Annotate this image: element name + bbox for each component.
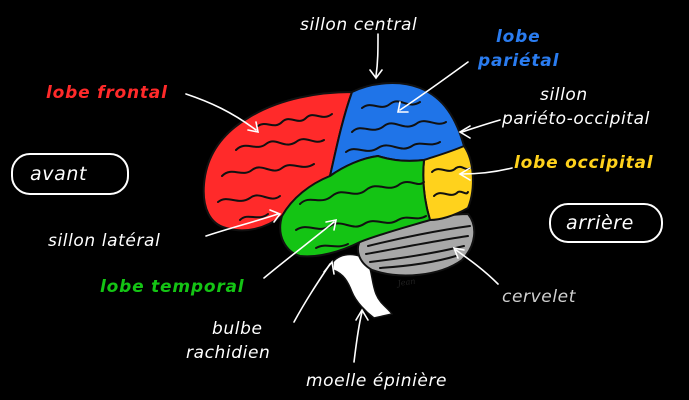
label-sillon-central: sillon central	[300, 15, 417, 35]
label-moelle: moelle épinière	[306, 371, 447, 391]
label-lobe-parietal-line1: lobe	[496, 27, 540, 47]
label-sillon-po-line2: pariéto-occipital	[501, 109, 650, 129]
label-arrows	[185, 33, 513, 363]
label-bulbe-line1: bulbe	[212, 319, 263, 339]
arriere-box	[549, 203, 663, 243]
label-lobe-parietal-line2: pariétal	[477, 51, 560, 71]
label-sillon-lateral: sillon latéral	[48, 231, 160, 251]
label-bulbe-line2: rachidien	[186, 343, 270, 363]
label-lobe-occipital: lobe occipital	[514, 153, 654, 173]
label-sillon-po-line1: sillon	[540, 85, 588, 105]
lobe-temporal-region	[279, 154, 432, 258]
avant-box	[11, 153, 129, 195]
label-avant: avant	[30, 163, 88, 185]
label-lobe-frontal: lobe frontal	[46, 83, 168, 103]
label-arriere: arrière	[566, 212, 634, 234]
label-lobe-temporal: lobe temporal	[100, 277, 245, 297]
label-cervelet: cervelet	[502, 287, 577, 307]
frontal-gyri	[217, 113, 333, 221]
occipital-gyri	[431, 165, 471, 197]
temporal-gyri	[295, 181, 427, 249]
cerebellum-folds	[365, 225, 471, 269]
signature: Jean	[395, 277, 416, 289]
parietal-gyri	[345, 100, 447, 153]
